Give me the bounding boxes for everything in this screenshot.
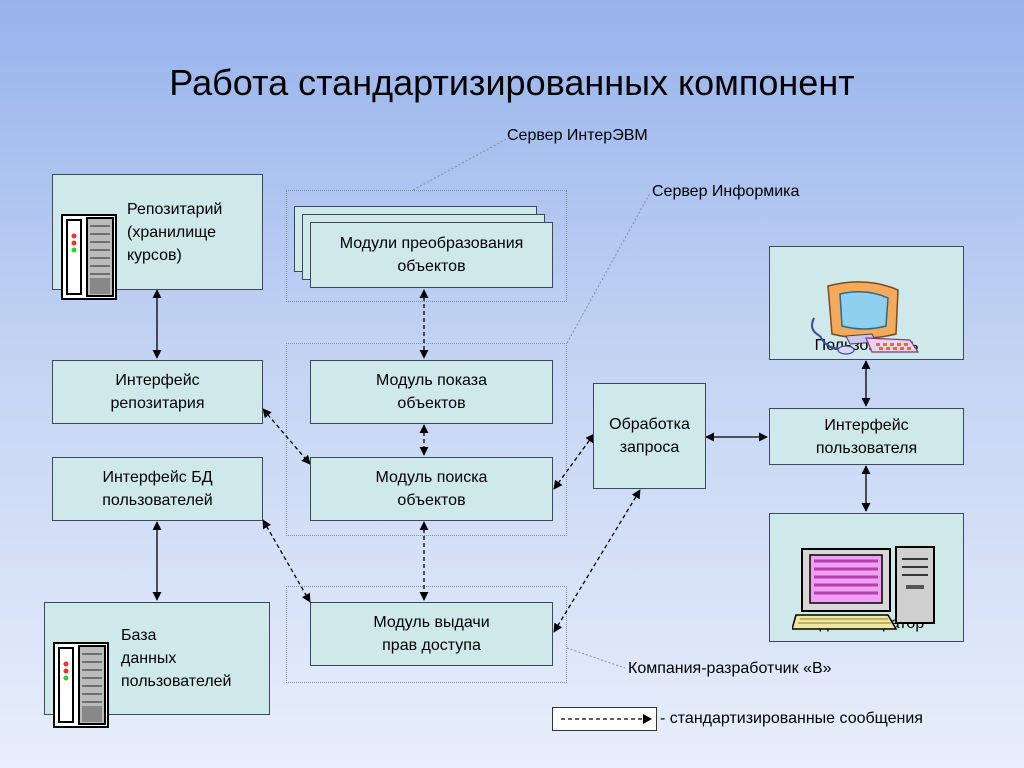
dashed-search-request [553, 433, 595, 490]
workstation-icon [791, 522, 942, 630]
server-rack-icon [61, 191, 117, 300]
request-processing-label: Обработка запроса [609, 416, 690, 456]
computer-user-icon [806, 255, 926, 355]
users-db-label: База данных пользователей [121, 627, 232, 690]
dashed-rights-request [553, 489, 641, 633]
interevm-callout [412, 136, 511, 191]
request-processing-box: Обработка запроса [593, 383, 706, 489]
server-informika-label: Сервер Информика [652, 183, 800, 200]
user-box: Пользователь [769, 246, 964, 360]
company-label: Компания-разработчик «В» [628, 660, 832, 677]
dashed-arrow-icon [561, 714, 652, 724]
dashed-dbinterface-rights [262, 519, 311, 603]
server-rack-icon [53, 619, 109, 728]
repository-interface-label: Интерфейс репозитария [110, 372, 205, 412]
search-module-box: Модуль поиска объектов [310, 457, 553, 521]
server-interevm-label: Сервер ИнтерЭВМ [507, 127, 648, 144]
legend-text: - стандартизированные сообщения [660, 710, 923, 727]
users-db-interface-label: Интерфейс БД пользователей [102, 469, 213, 509]
display-module-label: Модуль показа объектов [375, 372, 488, 412]
repository-label: Репозитарий (хранилище курсов) [127, 200, 223, 264]
repository-interface-box: Интерфейс репозитария [52, 360, 263, 424]
company-callout [566, 647, 626, 669]
display-module-box: Модуль показа объектов [310, 360, 553, 424]
administrator-box: Администратор [769, 513, 964, 642]
page-title: Работа стандартизированных компонент [169, 62, 855, 103]
access-rights-module-label: Модуль выдачи прав доступа [373, 614, 490, 654]
search-module-label: Модуль поиска объектов [375, 469, 488, 509]
user-interface-box: Интерфейс пользователя [769, 408, 964, 465]
dashed-repinterface-search [262, 408, 311, 465]
users-db-interface-box: Интерфейс БД пользователей [52, 457, 263, 521]
legend-sample [552, 707, 657, 731]
users-db-box: База данных пользователей [44, 602, 270, 728]
access-rights-module-box: Модуль выдачи прав доступа [310, 602, 553, 666]
user-interface-label: Интерфейс пользователя [815, 416, 918, 457]
informika-callout [566, 192, 651, 344]
conversion-modules-label: Модули преобразования объектов [339, 235, 524, 275]
repository-box: Репозитарий (хранилище курсов) [52, 174, 263, 300]
conversion-modules-box: Модули преобразования объектов [310, 222, 553, 288]
